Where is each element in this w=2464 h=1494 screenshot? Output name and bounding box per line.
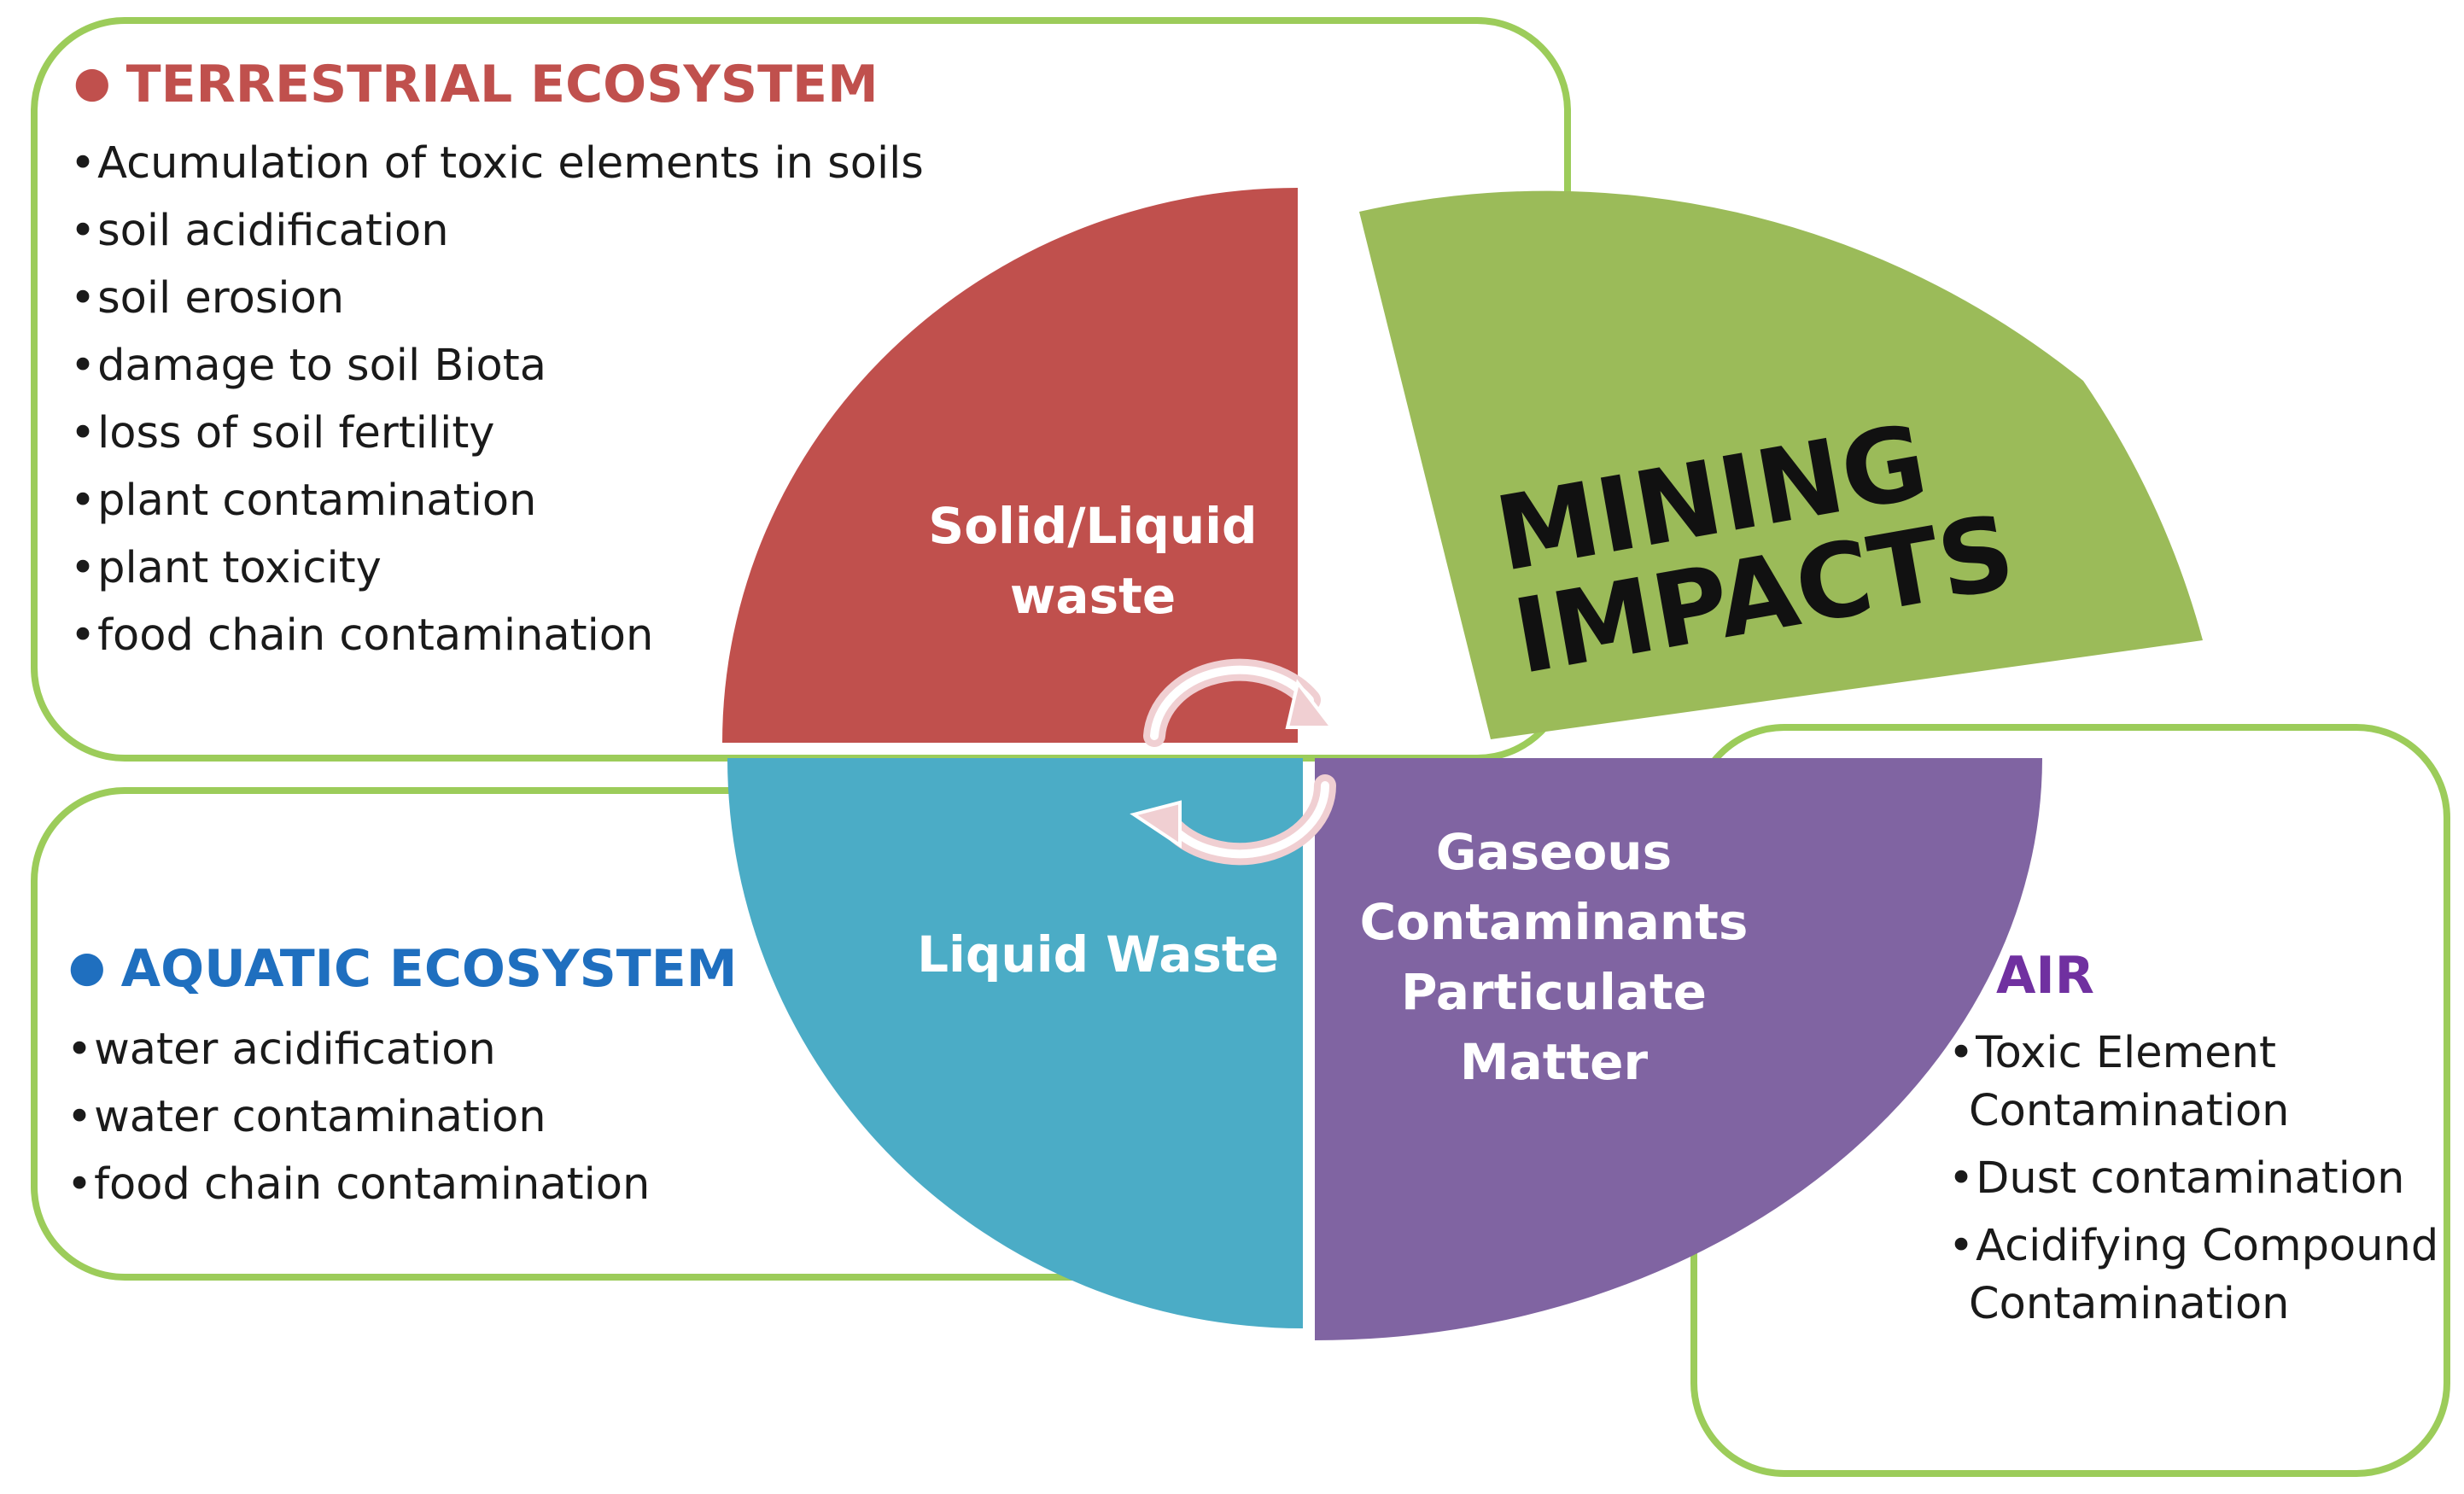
- list-item: Acumulation of toxic elements in soils: [70, 130, 924, 197]
- list-item: Toxic Element Contamination: [1948, 1024, 2447, 1141]
- list-item: loss of soil fertility: [70, 400, 924, 467]
- bullet-icon: ●: [73, 57, 111, 107]
- gaseous-label-4: Matter: [1460, 1033, 1649, 1091]
- gaseous-label-2: Contaminants: [1360, 893, 1749, 951]
- cycle-arrows-icon: [1130, 658, 1337, 866]
- air-list: Toxic Element Contamination Dust contami…: [1948, 1024, 2447, 1343]
- list-item: soil acidification: [70, 197, 924, 265]
- list-item: soil erosion: [70, 265, 924, 332]
- liquid-waste-label: Liquid Waste: [917, 925, 1279, 983]
- gaseous-contaminants-segment: [1315, 758, 2042, 1340]
- list-item: food chain contamination: [70, 602, 924, 669]
- terrestrial-heading-text: TERRESTRIAL ECOSYSTEM: [126, 55, 879, 114]
- list-item: damage to soil Biota: [70, 332, 924, 400]
- solid-liquid-waste-segment: [722, 188, 1298, 743]
- list-item: food chain contamination: [67, 1151, 650, 1218]
- solid-liquid-waste-label-2: waste: [1010, 567, 1176, 625]
- aquatic-heading-text: AQUATIC ECOSYSTEM: [120, 939, 738, 999]
- air-heading-text: AIR: [1996, 946, 2094, 1006]
- list-item: plant toxicity: [70, 534, 924, 602]
- bullet-icon: ●: [68, 942, 106, 991]
- list-item: plant contamination: [70, 467, 924, 534]
- list-item: water contamination: [67, 1083, 650, 1151]
- terrestrial-heading: ● TERRESTRIAL ECOSYSTEM: [73, 55, 879, 114]
- gaseous-label-1: Gaseous: [1436, 823, 1672, 881]
- list-item: water acidification: [67, 1016, 650, 1083]
- list-item: Dust contamination: [1948, 1150, 2447, 1208]
- list-item: Acidifying Compound Contamination: [1948, 1217, 2447, 1334]
- aquatic-heading: ● AQUATIC ECOSYSTEM: [68, 939, 737, 999]
- air-heading: AIR: [1996, 946, 2094, 1006]
- solid-liquid-waste-label: Solid/Liquid: [928, 497, 1257, 555]
- mining-impacts-segment: [1359, 190, 2203, 739]
- aquatic-list: water acidification water contamination …: [67, 1016, 650, 1218]
- liquid-waste-segment: [727, 758, 1303, 1328]
- gaseous-label-3: Particulate: [1401, 963, 1707, 1021]
- terrestrial-list: Acumulation of toxic elements in soils s…: [70, 130, 924, 669]
